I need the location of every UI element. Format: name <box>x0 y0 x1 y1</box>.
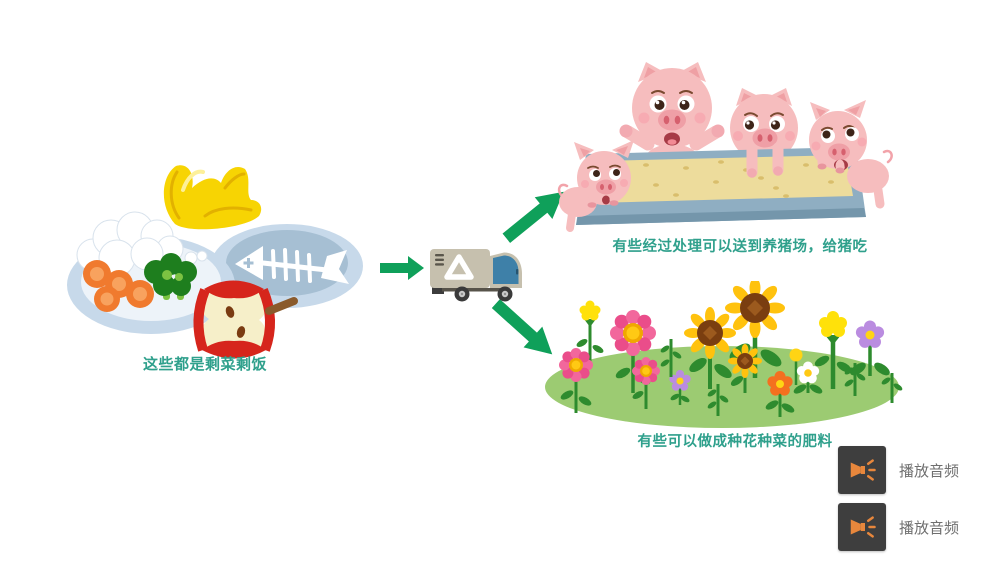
grass-mound <box>545 346 899 428</box>
truck-vents <box>435 254 444 266</box>
arrow-down-right-icon <box>491 299 553 355</box>
fish-skeleton <box>235 246 349 284</box>
pigs-feeding-illustration <box>557 62 893 232</box>
leftover-food-illustration <box>67 165 363 359</box>
flower <box>669 370 691 405</box>
flower-bud <box>789 348 803 385</box>
apple-stem <box>265 297 298 315</box>
recycling-truck-illustration <box>430 249 522 302</box>
recycle-icon <box>444 254 474 280</box>
flower <box>793 361 823 394</box>
apple-core <box>193 280 298 359</box>
pigs-caption: 有些经过处理可以送到养猪场，给猪吃 <box>612 239 868 255</box>
play-audio-button-1[interactable] <box>838 446 886 494</box>
pig <box>809 100 893 209</box>
play-audio-button-2[interactable] <box>838 503 886 551</box>
sprout <box>881 373 903 403</box>
sprout <box>707 384 729 416</box>
speaker-icon <box>850 459 876 481</box>
pig-feed <box>592 155 853 203</box>
fertilizer-caption: 有些可以做成种花种菜的肥料 <box>637 434 833 450</box>
leftovers-caption: 这些都是剩菜剩饭 <box>142 356 267 373</box>
play-audio-label: 播放音频 <box>899 519 960 537</box>
sprout <box>660 339 682 377</box>
flower <box>559 348 593 413</box>
flower-bed-illustration <box>545 281 903 428</box>
truck-windshield <box>493 255 519 284</box>
arrow-up-right-icon <box>502 191 564 243</box>
pig <box>557 140 634 232</box>
broccoli <box>144 253 197 300</box>
flower <box>632 357 660 409</box>
arrow-right-icon <box>380 256 424 280</box>
sunflower <box>684 307 736 389</box>
banana-peel <box>163 165 262 230</box>
speaker-icon <box>850 516 876 538</box>
truck-wheel <box>497 286 513 302</box>
carrot-slices <box>83 260 154 312</box>
sunflower <box>728 344 762 393</box>
pig-legs <box>746 142 784 178</box>
sprout <box>844 363 866 396</box>
play-audio-label: 播放音频 <box>899 462 960 480</box>
truck-wheel <box>454 286 470 302</box>
audio-control-2: 播放音频 <box>838 503 959 551</box>
flower <box>765 371 795 417</box>
flower <box>814 311 852 389</box>
audio-control-1: 播放音频 <box>838 446 959 494</box>
feed-trough <box>576 147 866 225</box>
